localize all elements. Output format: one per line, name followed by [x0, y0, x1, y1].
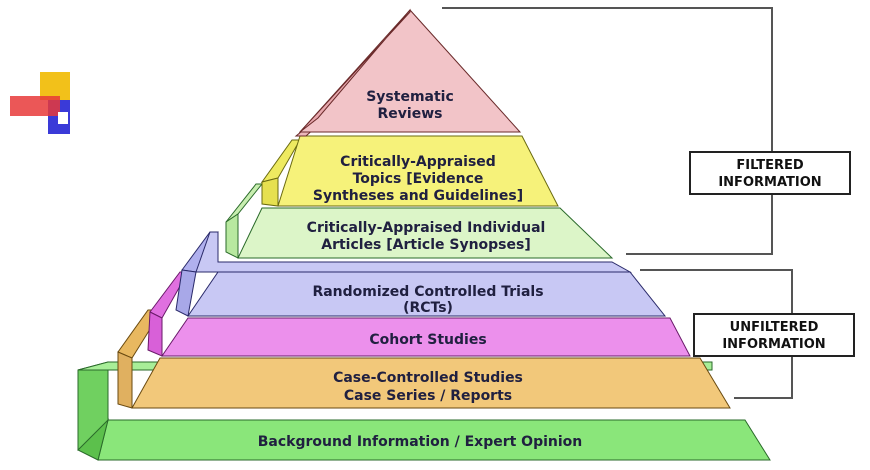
level-label-background: Background Information / Expert Opinion: [258, 434, 583, 450]
level-label-articles-2: Articles [Article Synopses]: [321, 237, 531, 253]
level-systematic-reviews: Systematic Reviews: [294, 8, 522, 137]
filtered-information-box: FILTERED INFORMATION: [689, 151, 851, 195]
level-label-topics-1: Critically-Appraised: [340, 154, 496, 170]
decorative-logo: [10, 72, 70, 134]
level-label-articles-1: Critically-Appraised Individual: [307, 220, 546, 236]
unfiltered-label-1: UNFILTERED: [730, 320, 819, 335]
level-label-systematic-1: Systematic: [366, 89, 454, 105]
level-label-rcts-1: Randomized Controlled Trials: [312, 284, 543, 300]
unfiltered-label-2: INFORMATION: [722, 337, 825, 352]
filtered-bracket: [442, 7, 773, 255]
level-critically-appraised-topics: Critically-Appraised Topics [Evidence Sy…: [260, 135, 559, 207]
level-label-rcts-2: (RCTs): [403, 300, 453, 316]
level-rcts: Randomized Controlled Trials (RCTs): [175, 231, 667, 317]
level-critically-appraised-articles: Critically-Appraised Individual Articles…: [225, 183, 614, 259]
level-label-cohort: Cohort Studies: [369, 332, 486, 348]
unfiltered-information-box: UNFILTERED INFORMATION: [693, 313, 855, 357]
level-label-case-controlled-1: Case-Controlled Studies: [333, 370, 523, 386]
level-cohort: Cohort Studies: [147, 271, 691, 357]
filtered-label-1: FILTERED: [736, 158, 803, 173]
level-case-controlled: Case-Controlled Studies Case Series / Re…: [117, 309, 731, 409]
level-label-systematic-2: Reviews: [378, 106, 443, 122]
level-label-case-controlled-2: Case Series / Reports: [344, 388, 512, 404]
filtered-label-2: INFORMATION: [718, 175, 821, 190]
level-label-topics-2: Topics [Evidence: [353, 171, 484, 187]
level-label-topics-3: Syntheses and Guidelines]: [313, 188, 523, 204]
